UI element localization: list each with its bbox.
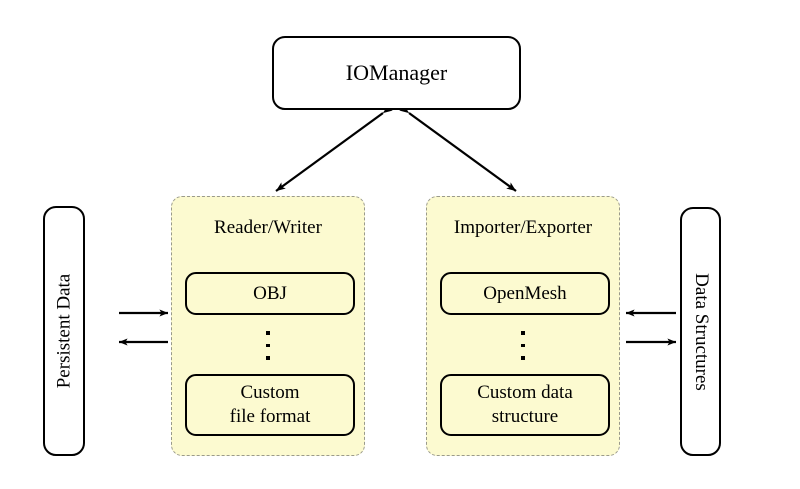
node-custom-data-structure-label-line1: Custom data <box>477 382 573 404</box>
node-custom-file-format[interactable]: Custom file format <box>185 374 355 436</box>
importer-exporter-ellipsis <box>427 331 619 360</box>
node-data-structures-label: Data Structures <box>690 272 712 391</box>
ellipsis-dot <box>521 343 525 347</box>
panel-reader-writer[interactable]: Reader/Writer OBJ Custom file format <box>171 196 365 456</box>
node-obj-label: OBJ <box>253 282 287 304</box>
io-manager-label: IOManager <box>345 59 448 85</box>
node-openmesh-label: OpenMesh <box>483 282 567 304</box>
panel-reader-writer-title: Reader/Writer <box>214 217 322 238</box>
connector-manager-to-reader-writer <box>275 104 393 192</box>
node-obj[interactable]: OBJ <box>185 272 355 315</box>
ellipsis-dot <box>266 343 270 347</box>
node-openmesh[interactable]: OpenMesh <box>440 272 610 315</box>
node-data-structures[interactable]: Data Structures <box>680 207 721 456</box>
connector-manager-to-importer-exporter <box>399 104 517 192</box>
node-custom-file-format-label-line1: Custom <box>240 382 300 404</box>
ellipsis-dot <box>521 356 525 360</box>
ellipsis-dot <box>266 356 270 360</box>
node-custom-data-structure-label-line2: structure <box>491 406 559 427</box>
node-custom-data-structure[interactable]: Custom data structure <box>440 374 610 436</box>
node-custom-file-format-label-line2: file format <box>229 406 311 427</box>
io-manager-node[interactable]: IOManager <box>272 36 521 110</box>
ellipsis-dot <box>521 331 525 335</box>
node-persistent-data-label: Persistent Data <box>53 273 75 389</box>
node-persistent-data[interactable]: Persistent Data <box>43 206 85 456</box>
reader-writer-ellipsis <box>172 331 364 360</box>
panel-importer-exporter[interactable]: Importer/Exporter OpenMesh Custom data s… <box>426 196 620 456</box>
panel-importer-exporter-title: Importer/Exporter <box>453 217 593 238</box>
ellipsis-dot <box>266 331 270 335</box>
